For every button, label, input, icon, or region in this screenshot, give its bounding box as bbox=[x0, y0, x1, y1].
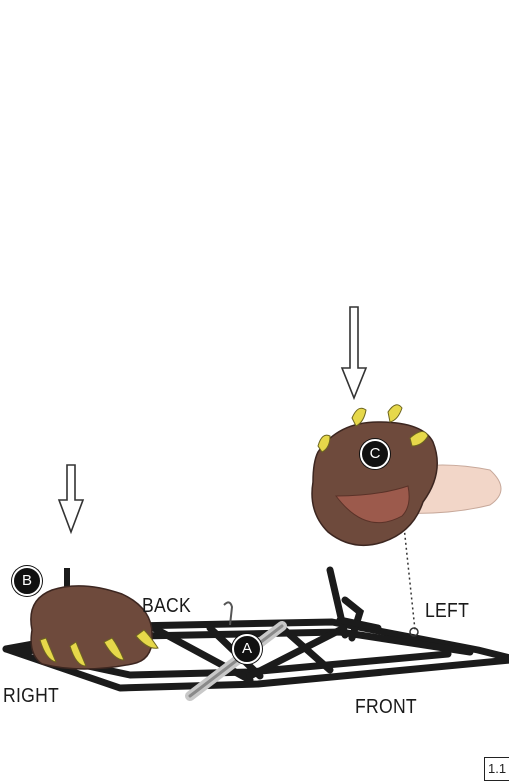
callout-b: B bbox=[12, 566, 42, 596]
down-arrow-icon bbox=[342, 307, 366, 398]
label-back: BACK bbox=[142, 595, 191, 618]
callout-c: C bbox=[360, 439, 390, 469]
page-number: 1.1 bbox=[484, 757, 509, 781]
label-right: RIGHT bbox=[3, 685, 59, 708]
label-front: FRONT bbox=[355, 696, 417, 719]
claw-foot-b bbox=[31, 568, 158, 669]
down-arrow-icon bbox=[59, 465, 83, 532]
claw-glove-c bbox=[312, 405, 501, 546]
label-left: LEFT bbox=[425, 600, 469, 623]
callout-a: A bbox=[232, 634, 262, 664]
